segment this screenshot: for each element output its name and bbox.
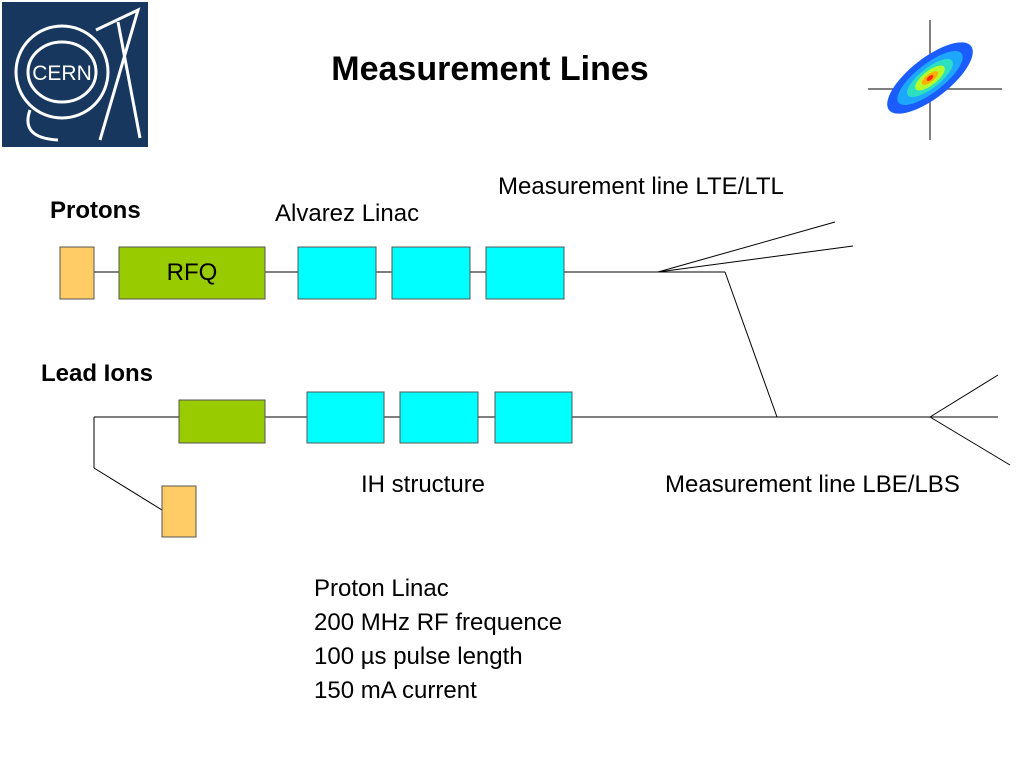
ih-cavity-2 <box>399 391 479 444</box>
proton-beamline <box>94 221 854 418</box>
alvarez-cavity-2 <box>391 246 471 300</box>
note-line: 200 MHz RF frequence <box>314 609 563 636</box>
rfq-block <box>118 246 266 300</box>
note-line: Proton Linac <box>314 575 449 602</box>
ih-cavity-1 <box>306 391 385 444</box>
lead-ions-label: Lead Ions <box>41 360 154 387</box>
note-line: 150 mA current <box>314 677 477 704</box>
rfq-label: RFQ <box>166 259 218 286</box>
measurement-line-lte-ltl-label: Measurement line LTE/LTL <box>498 173 784 200</box>
ih-structure-label: IH structure <box>361 471 486 498</box>
note-line: 100 µs pulse length <box>314 643 523 670</box>
protons-label: Protons <box>50 197 141 224</box>
lead-ion-source-block <box>161 485 197 538</box>
lead-ion-beamline <box>93 374 1011 511</box>
proton-linac-notes: Proton Linac 200 MHz RF frequence 100 µs… <box>314 572 562 708</box>
cern-logo-text: CERN <box>32 62 92 85</box>
alvarez-cavity-3 <box>485 246 565 300</box>
cern-logo-icon: CERN <box>2 2 148 147</box>
ih-cavity-3 <box>494 391 573 444</box>
lead-ion-rfq-block <box>178 399 266 444</box>
page-title: Measurement Lines <box>331 50 649 88</box>
beam-profile-icon <box>868 20 1002 140</box>
alvarez-cavity-1 <box>297 246 377 300</box>
alvarez-linac-label: Alvarez Linac <box>275 200 420 227</box>
measurement-line-lbe-lbs-label: Measurement line LBE/LBS <box>665 471 960 498</box>
proton-source-block <box>59 246 95 300</box>
